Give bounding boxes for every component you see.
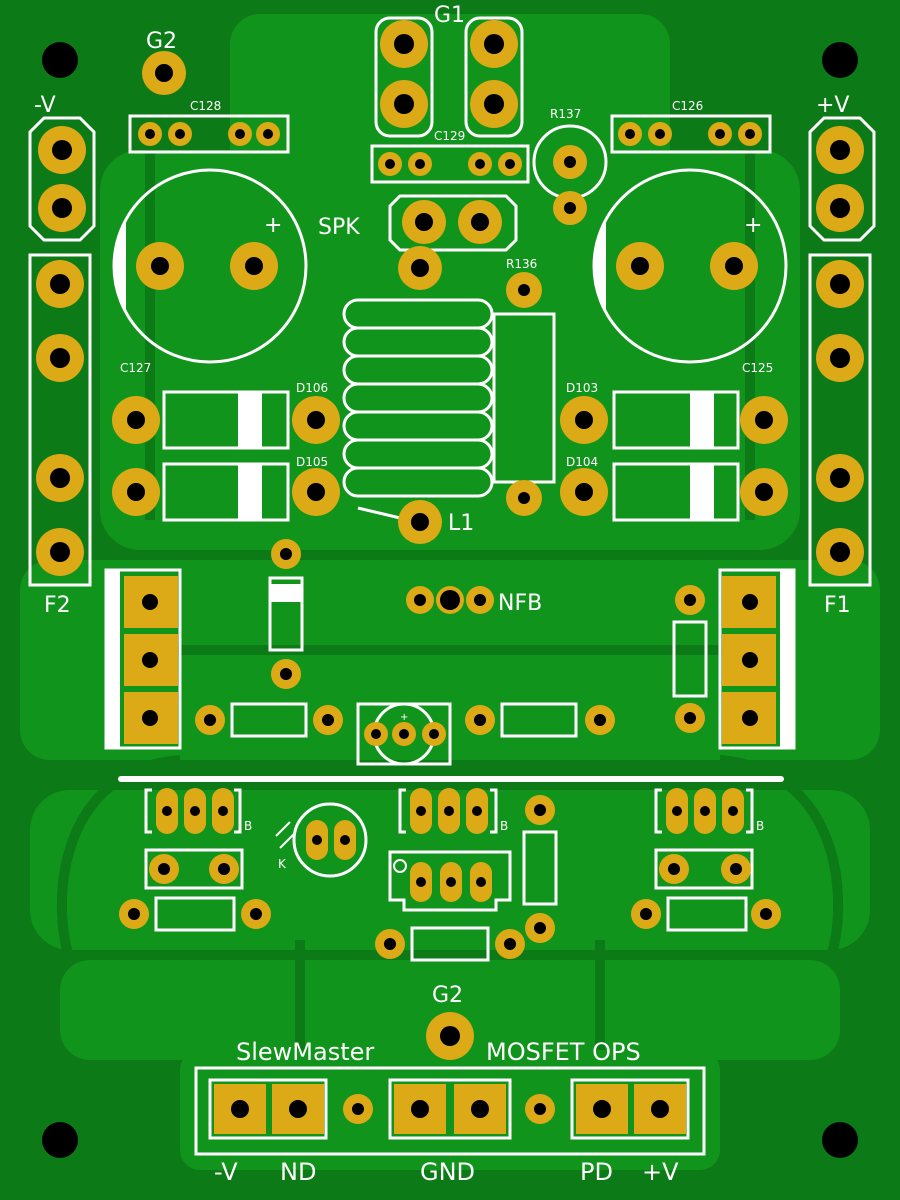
- c128-footprint: [128, 114, 290, 154]
- c125-electrolytic: [592, 168, 788, 364]
- c129-footprint: [370, 144, 530, 184]
- c126-footprint: [610, 114, 772, 154]
- right-small-cap: [654, 848, 754, 890]
- b1-label: B: [244, 819, 252, 833]
- minus-v-label: -V: [34, 93, 56, 118]
- left-lower-resistor: [119, 896, 271, 932]
- spk-connector: [388, 194, 518, 252]
- d104-label: D104: [566, 455, 598, 469]
- left-transistor: [144, 788, 242, 834]
- center-small-capacitor: +: [356, 702, 452, 766]
- c127-plus-marker: +: [264, 213, 282, 238]
- right-mosfet: [718, 568, 796, 750]
- f2-fuse-holder: [28, 253, 92, 587]
- section-divider: [118, 776, 784, 782]
- k-label: K: [278, 857, 287, 871]
- center-vertical-resistor: [522, 795, 558, 943]
- c127-label: C127: [120, 361, 151, 375]
- f1-fuse-holder: [808, 253, 872, 587]
- conn-plus-v-label: +V: [642, 1158, 679, 1186]
- svg-text:+: +: [400, 712, 408, 723]
- f2-label: F2: [44, 593, 71, 618]
- center-trimmer: [388, 850, 512, 912]
- c128-label: C128: [190, 99, 221, 113]
- output-connector: [194, 1066, 706, 1156]
- conn-gnd-label: GND: [420, 1158, 475, 1186]
- left-small-cap: [144, 848, 244, 890]
- right-lower-resistor: [631, 896, 781, 932]
- conn-nd-label: ND: [280, 1158, 316, 1186]
- d106-diode: [112, 390, 340, 450]
- g1-label: G1: [434, 3, 465, 28]
- left-vertical-resistor: [268, 539, 304, 689]
- led: [275, 802, 368, 878]
- l1-label: L1: [448, 511, 474, 536]
- b3-label: B: [756, 819, 764, 833]
- right-vertical-resistor: [672, 585, 708, 733]
- c125-label: C125: [742, 361, 773, 375]
- mounting-holes: [42, 42, 858, 1158]
- nfb-header: [406, 586, 494, 614]
- trace-gaps: [56, 150, 844, 1050]
- d104-diode: [560, 462, 788, 522]
- c126-label: C126: [672, 99, 703, 113]
- minus-v-connector: [28, 116, 96, 242]
- nfb-label: NFB: [498, 591, 542, 616]
- left-mosfet: [104, 568, 182, 750]
- resistor-row-middle: [195, 702, 615, 738]
- conn-pd-label: PD: [580, 1158, 613, 1186]
- center-lower-resistor: [375, 926, 525, 962]
- r136-label: R136: [506, 257, 537, 271]
- l1-inductor: [342, 298, 494, 520]
- plus-v-connector: [808, 116, 876, 242]
- plus-v-label: +V: [816, 93, 849, 118]
- center-transistor: [398, 788, 498, 834]
- c125-plus-marker: +: [744, 213, 762, 238]
- d105-diode: [112, 462, 340, 522]
- d105-label: D105: [296, 455, 328, 469]
- d103-label: D103: [566, 381, 598, 395]
- g2-bottom-label: G2: [432, 983, 463, 1008]
- f1-label: F1: [824, 593, 851, 618]
- g2-top-label: G2: [146, 29, 177, 54]
- spk-label: SPK: [318, 215, 360, 240]
- b2-label: B: [500, 819, 508, 833]
- r137-label: R137: [550, 107, 581, 121]
- d103-diode: [560, 390, 788, 450]
- right-transistor: [654, 788, 754, 834]
- c127-electrolytic: [112, 168, 308, 364]
- d106-label: D106: [296, 381, 328, 395]
- board-title-right: MOSFET OPS: [486, 1038, 641, 1066]
- board-title-left: SlewMaster: [236, 1038, 374, 1066]
- g1-connector: [374, 16, 524, 138]
- c129-label: C129: [434, 129, 465, 143]
- conn-minus-v-label: -V: [214, 1158, 238, 1186]
